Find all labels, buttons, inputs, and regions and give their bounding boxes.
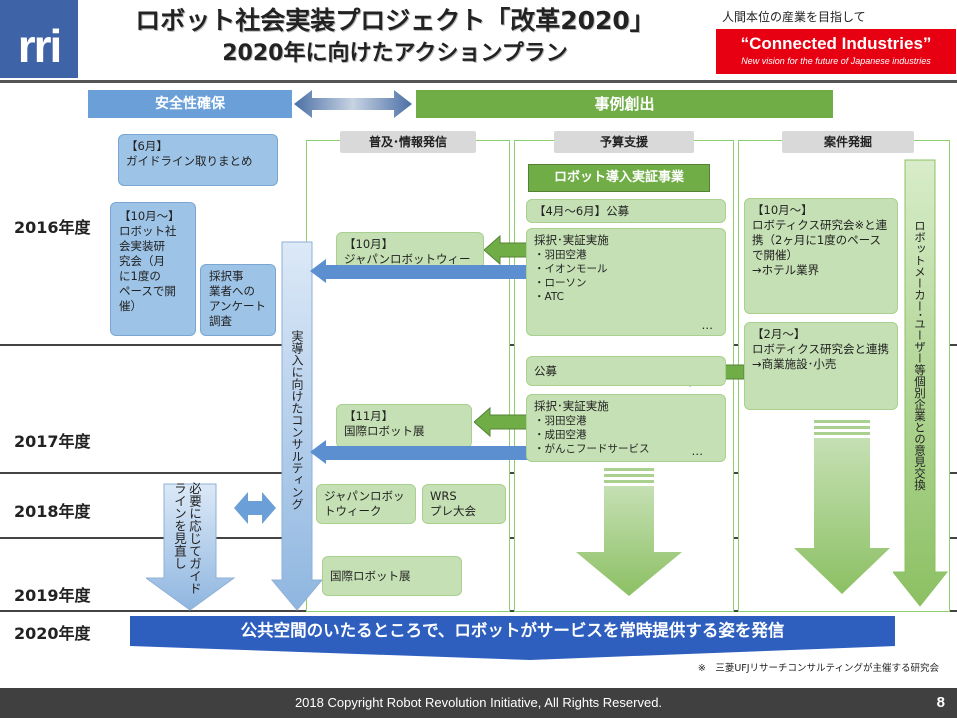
footer-copyright: 2018 Copyright Robot Revolution Initiati… — [0, 688, 957, 718]
bidirectional-arrow-icon — [234, 492, 276, 524]
ci-tagline: 人間本位の産業を目指して — [722, 10, 866, 24]
goal-banner-text: 公共空間のいたるところで、ロボットがサービスを常時提供する姿を発信 — [240, 621, 785, 640]
implementation-2017: 採択･実証実施 ・羽田空港 ・成田空港 ・がんこフードサービス … — [526, 394, 726, 462]
collab-line: 【2月～】 — [752, 327, 806, 341]
recruitment-2017: 公募 — [526, 356, 726, 386]
year-label-2017: 2017年度 — [14, 432, 91, 451]
cases-bar: 事例創出 — [416, 90, 833, 118]
impl-site: ・イオンモール — [534, 263, 608, 275]
survey-box: 採択事 業者への アンケート 調査 — [200, 264, 276, 336]
collab-line: →商業施設･小売 — [752, 357, 837, 371]
robot-demo-program: ロボット導入実証事業 — [528, 164, 710, 192]
review-label: 必要に応じてガイドラインを見直し — [172, 482, 202, 595]
implementation-arrow-2016 — [484, 234, 529, 266]
budget-down-arrow — [576, 468, 682, 596]
guideline-review-arrow — [146, 483, 236, 611]
year-label-2018: 2018年度 — [14, 502, 91, 521]
exchange-label: ロボットメーカー･ユーザー等個別企業との意見交換 — [913, 220, 927, 491]
survey-line: 調査 — [209, 314, 232, 328]
irex-2017: 【11月】 国際ロボット展 — [336, 404, 472, 448]
exchange-arrow — [893, 159, 949, 607]
page-subtitle: 2020年に向けたアクションプラン — [222, 41, 568, 66]
study-line: に1度の — [119, 269, 161, 283]
year-label-2019: 2019年度 — [14, 586, 91, 605]
event-name: 国際ロボット展 — [344, 424, 425, 438]
dissemination-header: 普及･情報発信 — [340, 131, 476, 153]
study-line: 究会（月 — [119, 254, 165, 268]
dissemination-column — [306, 140, 510, 612]
study-line: 【10月～】 — [119, 209, 180, 223]
ellipsis: … — [691, 444, 704, 458]
impl-title: 採択･実証実施 — [534, 399, 609, 413]
robotics-collab-2016: 【10月～】 ロボティクス研究会※と連 携（2ヶ月に1度のペース で開催） →ホ… — [744, 198, 898, 314]
rri-logo: rri — [0, 0, 78, 78]
impl-title: 採択･実証実施 — [534, 233, 609, 247]
event-date: 【10月】 — [344, 237, 394, 251]
collab-line: ロボティクス研究会※と連 — [752, 218, 888, 232]
footnote: ※ 三菱UFJリサーチコンサルティングが主催する研究会 — [697, 663, 939, 674]
impl-site: ・ローソン — [534, 277, 587, 289]
ellipsis: … — [701, 318, 714, 332]
consulting-arrow — [270, 241, 324, 611]
event-line: ジャパンロボッ — [324, 489, 405, 503]
year-label-2020: 2020年度 — [14, 624, 91, 643]
budget-header: 予算支援 — [554, 131, 694, 153]
study-line: 催） — [119, 299, 142, 313]
collab-line: で開催） — [752, 248, 798, 262]
robotics-collab-2017: 【2月～】 ロボティクス研究会と連携 →商業施設･小売 — [744, 322, 898, 410]
guideline-box: 【6月】 ガイドライン取りまとめ — [118, 134, 278, 186]
study-line: 会実装研 — [119, 239, 165, 253]
implementation-arrow-2017 — [474, 406, 529, 438]
impl-site: ・成田空港 — [534, 429, 587, 441]
study-line: ペースで開 — [119, 284, 176, 298]
collab-line: →ホテル業界 — [752, 263, 820, 277]
study-group-box: 【10月～】 ロボット社 会実装研 究会（月 に1度の ペースで開 催） — [110, 202, 196, 336]
recruitment-2016: 【4月～6月】公募 — [526, 199, 726, 223]
wrs-pre-event: WRS プレ大会 — [422, 484, 506, 524]
impl-site: ・羽田空港 — [534, 415, 587, 427]
irex-2019: 国際ロボット展 — [322, 556, 462, 596]
implementation-2016: 採択･実証実施 ・羽田空港 ・イオンモール ・ローソン ・ATC … — [526, 228, 726, 336]
collab-line: 【10月～】 — [752, 203, 813, 217]
double-arrow-icon — [294, 90, 412, 118]
guideline-text: ガイドライン取りまとめ — [126, 154, 253, 168]
header-rule — [0, 80, 957, 83]
consulting-label: 実導入に向けたコンサルティング — [290, 330, 304, 510]
projects-down-arrow — [794, 420, 890, 594]
impl-site: ・ATC — [534, 291, 564, 303]
safety-bar: 安全性確保 — [88, 90, 292, 118]
result-arrow-2016 — [310, 259, 528, 283]
ci-subtitle: New vision for the future of Japanese in… — [741, 56, 931, 66]
connected-industries-badge: “Connected Industries” New vision for th… — [716, 29, 956, 74]
collab-line: 携（2ヶ月に1度のペース — [752, 233, 882, 247]
survey-line: アンケート — [209, 299, 267, 313]
survey-line: 採択事 — [209, 269, 244, 283]
event-date: 【11月】 — [344, 409, 394, 423]
impl-site: ・がんこフードサービス — [534, 443, 650, 455]
page-title: ロボット社会実装プロジェクト「改革2020」 — [135, 6, 655, 35]
projects-header: 案件発掘 — [782, 131, 914, 153]
year-label-2016: 2016年度 — [14, 218, 91, 237]
impl-site: ・羽田空港 — [534, 249, 587, 261]
page-number: 8 — [936, 694, 945, 711]
japan-robot-week-2018: ジャパンロボッ トウィーク — [316, 484, 416, 524]
guideline-date: 【6月】 — [126, 139, 168, 153]
collab-line: ロボティクス研究会と連携 — [752, 342, 889, 356]
event-line: トウィーク — [324, 504, 382, 518]
study-line: ロボット社 — [119, 224, 177, 238]
ci-title: “Connected Industries” — [740, 34, 932, 53]
result-arrow-2017 — [310, 440, 528, 464]
event-line: プレ大会 — [430, 504, 476, 518]
survey-line: 業者への — [209, 284, 255, 298]
goal-banner-arrow — [130, 616, 895, 660]
event-line: WRS — [430, 489, 457, 503]
